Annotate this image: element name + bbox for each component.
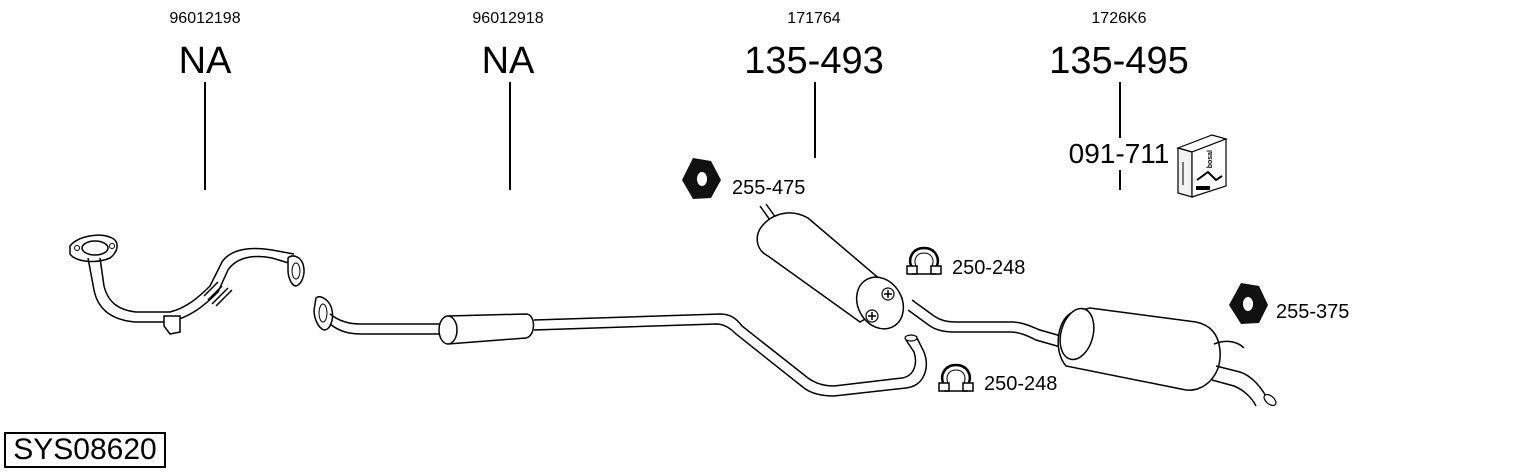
oem-number-center-silencer: 171764	[787, 10, 840, 27]
part-number-middle-pipe[interactable]: NA	[482, 40, 535, 82]
part-number-rear-silencer[interactable]: 135-495	[1049, 40, 1188, 82]
gasket-front-icon	[682, 158, 721, 199]
system-code-label: SYS08620	[4, 432, 166, 468]
clamp-upper-icon	[906, 246, 942, 275]
part-number-gasket-front[interactable]: 255-475	[732, 177, 805, 199]
center-silencer-drawing	[756, 203, 905, 330]
oem-number-middle-pipe: 96012918	[472, 10, 543, 27]
part-number-clamp-lower[interactable]: 250-248	[984, 373, 1057, 395]
middle-pipe-drawing	[313, 296, 927, 397]
oem-number-rear-silencer: 1726K6	[1091, 10, 1146, 27]
oem-number-front-pipe: 96012198	[169, 10, 240, 27]
part-number-mounting-kit[interactable]: 091-711	[1069, 138, 1170, 169]
svg-text:bosal: bosal	[1207, 150, 1214, 168]
part-number-gasket-rear[interactable]: 255-375	[1276, 301, 1349, 323]
part-number-front-pipe[interactable]: NA	[179, 40, 232, 82]
mounting-kit-box-icon: bosal	[1176, 134, 1228, 198]
front-pipe-drawing	[69, 234, 305, 335]
gasket-rear-icon	[1229, 283, 1268, 324]
part-number-clamp-upper[interactable]: 250-248	[952, 257, 1025, 279]
clamp-lower-icon	[938, 363, 974, 392]
part-number-center-silencer[interactable]: 135-493	[744, 40, 883, 82]
rear-silencer-drawing	[907, 299, 1277, 407]
